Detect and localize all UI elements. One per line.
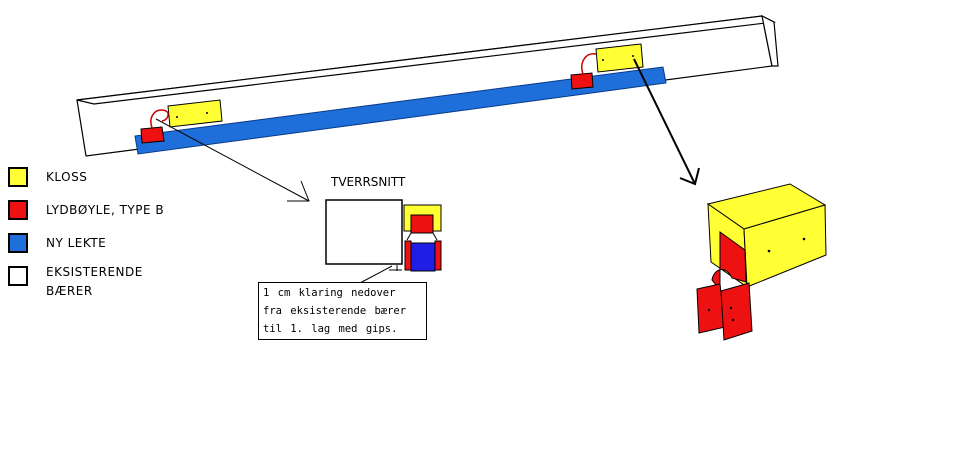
detail-clip-leg-right (720, 282, 753, 341)
detail-clip-plate (711, 231, 747, 292)
detail-screw (731, 318, 735, 322)
cross-section-title: TVERRSNITT (331, 175, 406, 189)
legend-swatch-kloss (8, 167, 28, 187)
legend-label-lydboyle: LYDBØYLE, TYPE B (46, 203, 165, 217)
cross-section-clip-left-leg (404, 240, 412, 271)
legend-swatch-lydboyle (8, 200, 28, 220)
legend-label-ny-lekte: NY LEKTE (46, 236, 107, 250)
new-batten (134, 66, 667, 155)
block-right-screw (632, 55, 634, 57)
detail-screw (707, 308, 711, 312)
detail-screw (802, 237, 806, 241)
detail-screw (767, 249, 771, 253)
block-left (167, 99, 223, 128)
sound-clip-left-hook (150, 109, 169, 129)
detail-view (696, 183, 827, 341)
block-left-screw (176, 116, 178, 118)
cross-section-clip-arms (406, 232, 438, 241)
cross-section (325, 199, 442, 284)
sound-clip-right-hook (581, 53, 597, 75)
legend-label-eksisterende-baerer: EKSISTERENDE BÆRER (46, 265, 143, 298)
arrow-to-detail (633, 58, 700, 186)
legend-swatch-eksisterende-baerer (8, 266, 28, 286)
legend-label-kloss: KLOSS (46, 170, 88, 184)
cross-section-beam (325, 199, 403, 265)
note-leader (359, 265, 393, 284)
sound-clip-right (570, 72, 594, 90)
block-right (595, 43, 644, 73)
note-line-2: fra eksisterende bærer (263, 305, 407, 317)
cross-section-clip-right-leg (434, 240, 442, 271)
cross-section-clip-top (410, 214, 434, 234)
block-left-screw (206, 112, 208, 114)
note-line-3: til 1. lag med gips. (263, 323, 398, 335)
block-right-screw (602, 59, 604, 61)
detail-screw (729, 306, 733, 310)
arrow-to-cross-section (155, 118, 310, 202)
clearance-note-box: 1 cm klaring nedover fra eksisterende bæ… (258, 282, 427, 340)
cross-section-batten (410, 242, 436, 272)
sound-clip-left (140, 126, 165, 144)
note-line-1: 1 cm klaring nedover (263, 287, 396, 299)
legend-swatch-ny-lekte (8, 233, 28, 253)
beam-right-face (761, 14, 779, 67)
